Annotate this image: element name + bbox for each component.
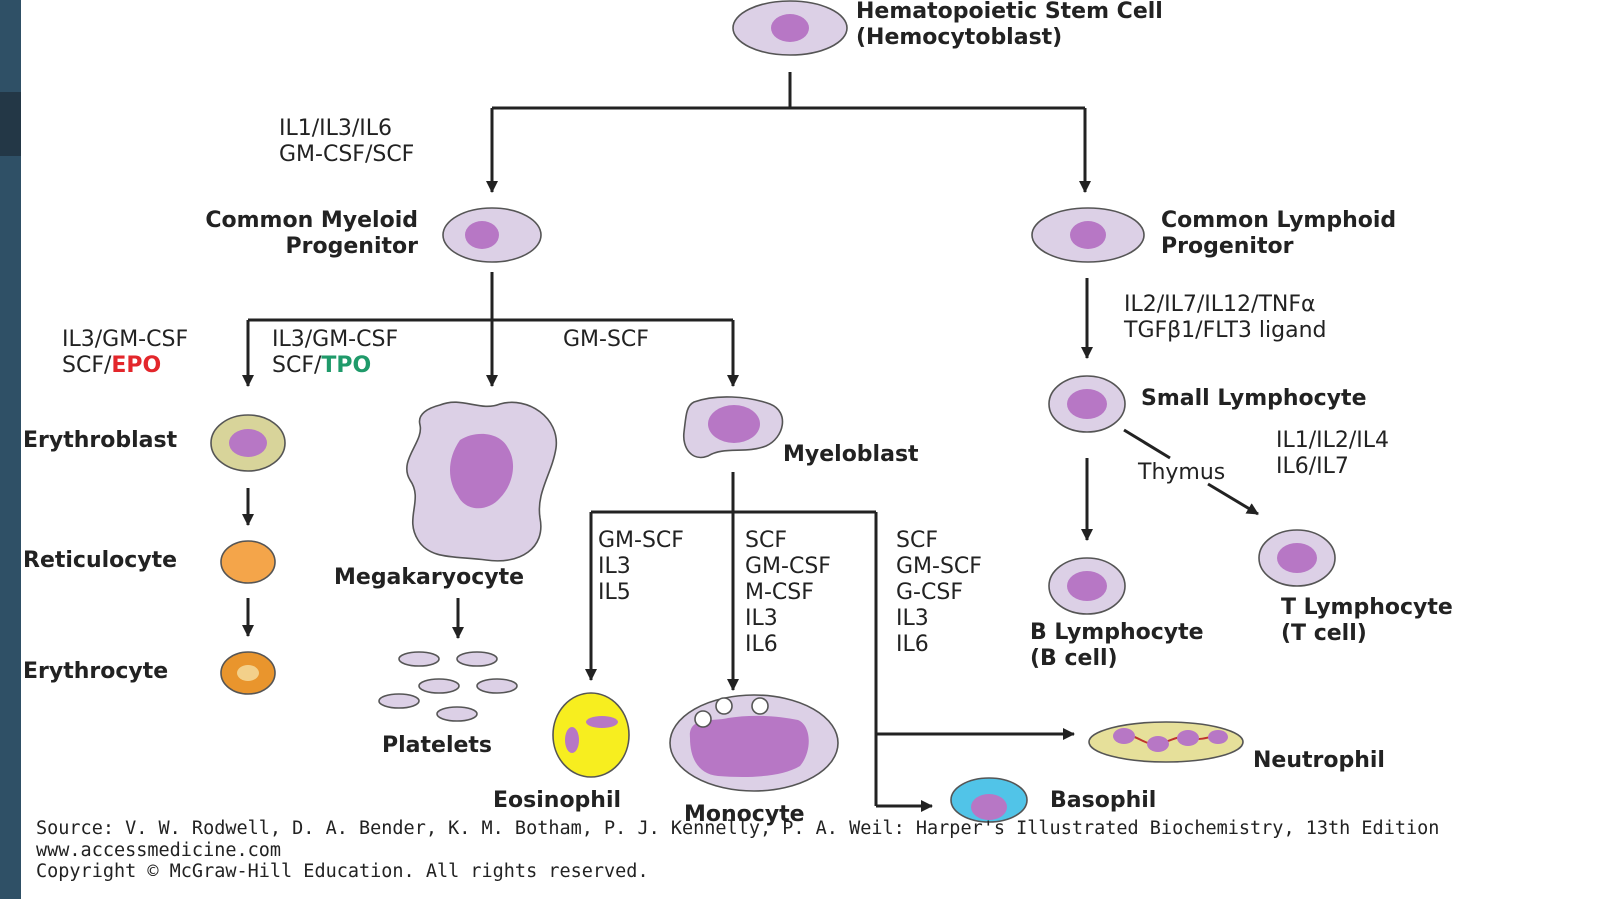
myeloblast-label: Myeloblast [783,442,919,467]
factor-to-myeloblast: GM-SCF [563,327,649,352]
cmp-cell [442,207,542,263]
reticulocyte-label: Reticulocyte [23,548,178,573]
eosinophil-cell [552,692,630,778]
platelets [378,651,518,722]
epo-highlight: EPO [111,353,162,378]
connector-lines [242,72,1259,812]
basophil-label: Basophil [1050,788,1157,813]
left-sidebar-strip [0,0,21,899]
thymus-label: Thymus [1138,460,1226,485]
erythroblast-label: Erythroblast [23,428,178,453]
eosinophil-label: Eosinophil [493,788,622,813]
factor-to-erythroblast: IL3/GM-CSF SCF/EPO [62,327,189,378]
tpo-highlight: TPO [321,353,372,378]
clp-cell [1031,207,1145,263]
erythrocyte-label: Erythrocyte [23,659,169,684]
factor-to-megakaryocyte: IL3/GM-CSF SCF/TPO [272,327,399,378]
megakaryocyte-cell [406,401,557,562]
hsc-cell [732,0,848,56]
b-lymphocyte-cell [1048,557,1126,615]
myeloblast-cell [683,396,784,459]
erythroblast-cell [210,414,286,472]
monocyte-cell [669,694,839,792]
monocyte-label: Monocyte [684,802,805,827]
hsc-label: Hematopoietic Stem Cell(Hemocytoblast) [856,0,1163,50]
t-lymphocyte-cell [1258,529,1336,587]
reticulocyte-cell [220,540,276,584]
sidebar-marker [0,92,21,156]
neutrophil-cell [1088,721,1244,763]
platelets-label: Platelets [382,733,493,758]
small-lymphocyte-label: Small Lymphocyte [1141,386,1367,411]
source-citation: Source: V. W. Rodwell, D. A. Bender, K. … [36,818,1439,883]
small-lymphocyte-cell [1048,375,1126,433]
copyright-line: Copyright © McGraw-Hill Education. All r… [36,861,649,882]
basophil-cell [950,777,1028,823]
source-line: Source: V. W. Rodwell, D. A. Bender, K. … [36,818,1440,839]
megakaryocyte-label: Megakaryocyte [334,565,525,590]
b-lymphocyte-label: B Lymphocyte(B cell) [1030,620,1204,671]
t-lymphocyte-label: T Lymphocyte(T cell) [1281,595,1453,646]
source-url: www.accessmedicine.com [36,839,282,861]
erythrocyte-cell [220,651,276,695]
arrow-to-t-lymphocyte [1207,482,1259,516]
thymus-line-upper [1123,428,1171,460]
neutrophil-label: Neutrophil [1253,748,1385,773]
